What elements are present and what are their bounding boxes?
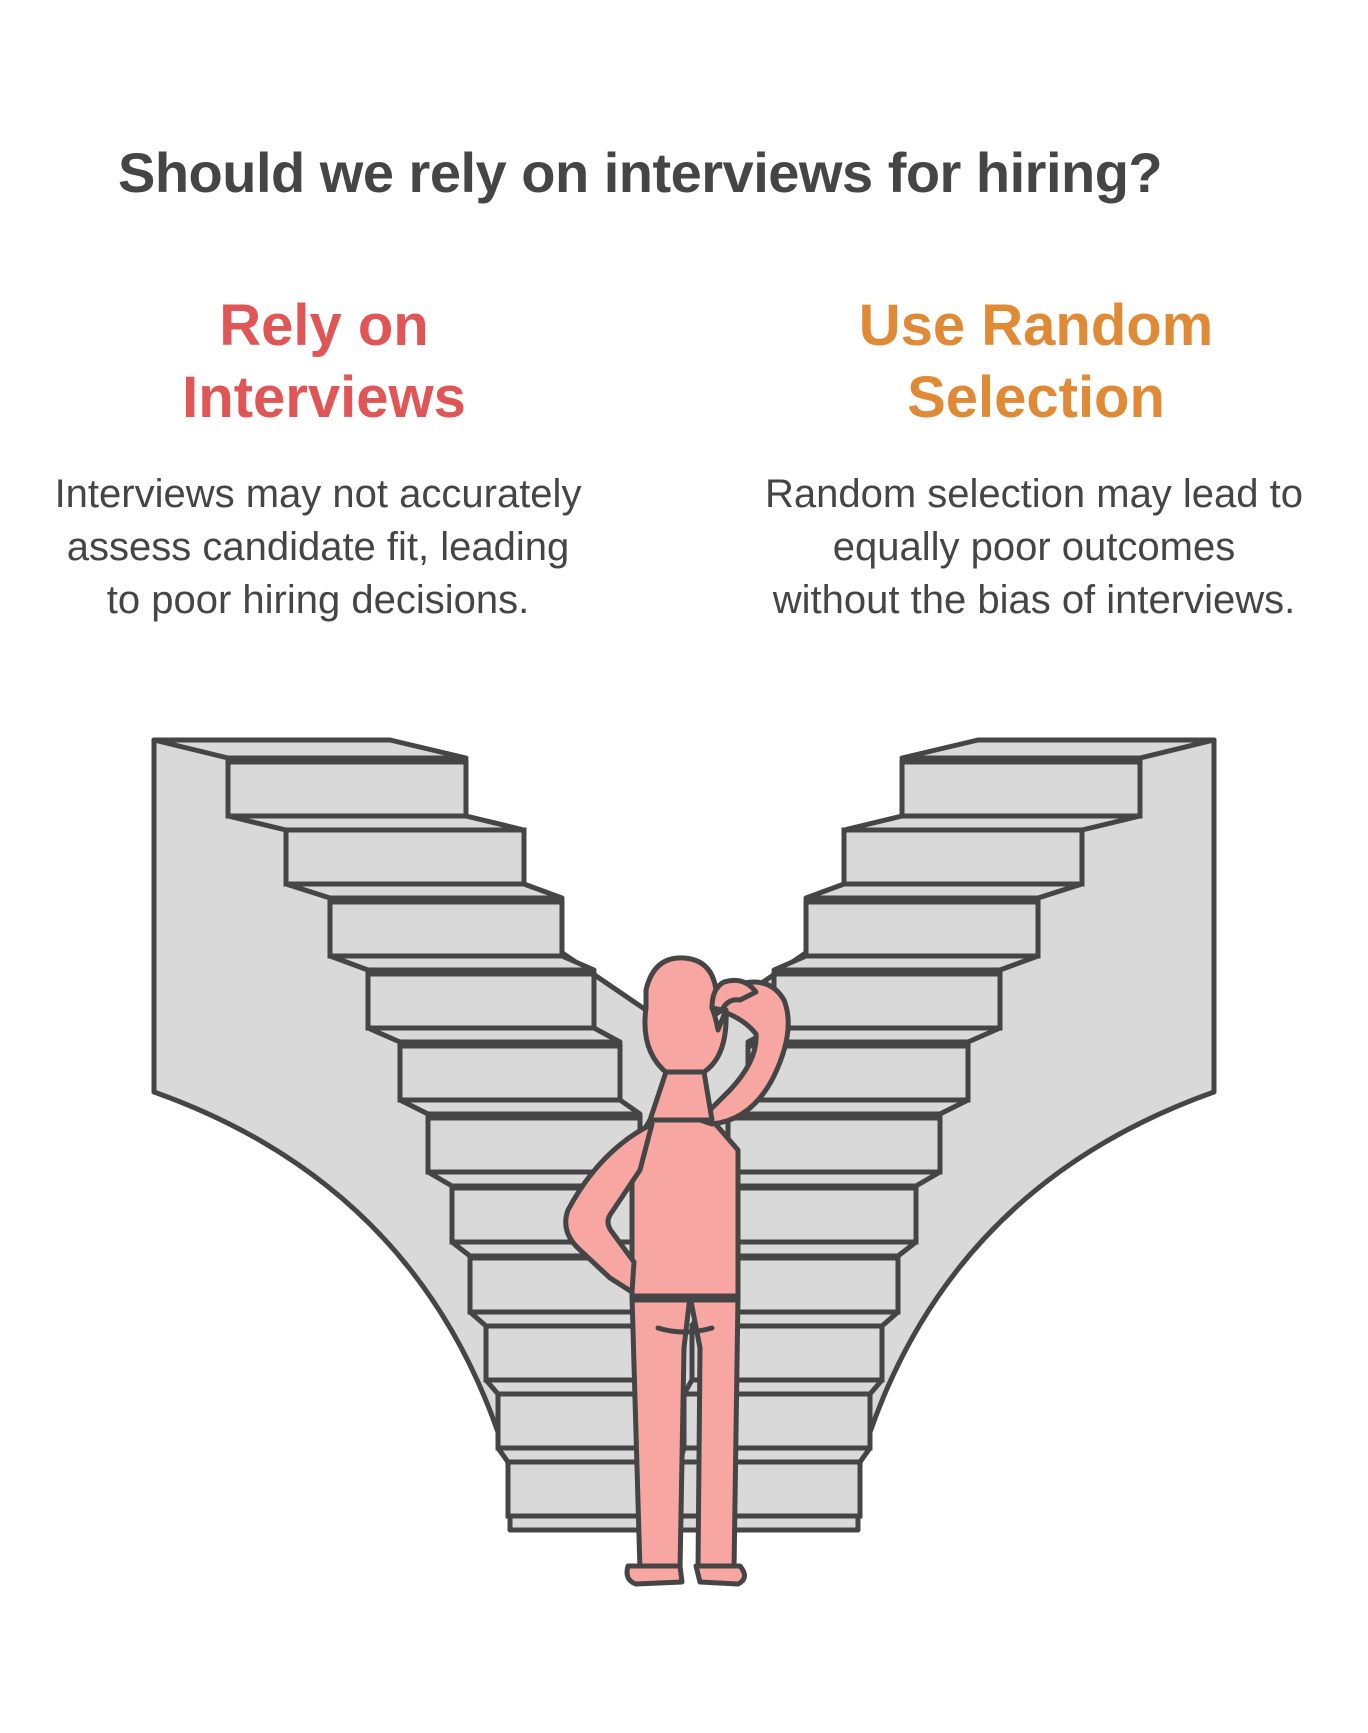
option-right-title: Use Random Selection bbox=[858, 293, 1214, 430]
stair-riser bbox=[283, 827, 527, 887]
staircase-top-ledge bbox=[899, 737, 1217, 761]
stair-riser bbox=[709, 1185, 919, 1245]
person-right-foot bbox=[693, 1563, 747, 1587]
option-left-description: Interviews may not accurately assess can… bbox=[54, 472, 582, 622]
diagram-title: Should we rely on interviews for hiring? bbox=[118, 141, 1163, 204]
right-staircase bbox=[675, 737, 1217, 1533]
option-left-title: Rely on Interviews bbox=[182, 293, 466, 430]
stair-riser bbox=[327, 899, 565, 959]
person-hand bbox=[709, 977, 759, 1013]
person-collar bbox=[647, 1069, 715, 1123]
stair-riser bbox=[397, 1043, 623, 1103]
stair-riser bbox=[725, 1115, 943, 1175]
stair-riser bbox=[841, 827, 1085, 887]
stair-riser bbox=[771, 971, 1003, 1031]
person-head bbox=[642, 955, 729, 1077]
person-hip-arm bbox=[563, 1121, 655, 1295]
person-pocket-line bbox=[655, 1325, 715, 1335]
person-head-arm bbox=[697, 979, 791, 1127]
stair-riser bbox=[365, 971, 597, 1031]
confused-person-icon bbox=[563, 955, 791, 1587]
person-left-leg bbox=[629, 1293, 693, 1573]
person-left-foot bbox=[624, 1563, 685, 1587]
left-staircase bbox=[151, 737, 693, 1533]
staircase-top-ledge bbox=[151, 737, 469, 761]
person-right-leg bbox=[687, 1293, 741, 1573]
stair-riser bbox=[803, 899, 1041, 959]
stair-riser bbox=[899, 759, 1143, 819]
stair-riser bbox=[225, 759, 469, 819]
option-right-description: Random selection may lead to equally poo… bbox=[764, 472, 1304, 622]
